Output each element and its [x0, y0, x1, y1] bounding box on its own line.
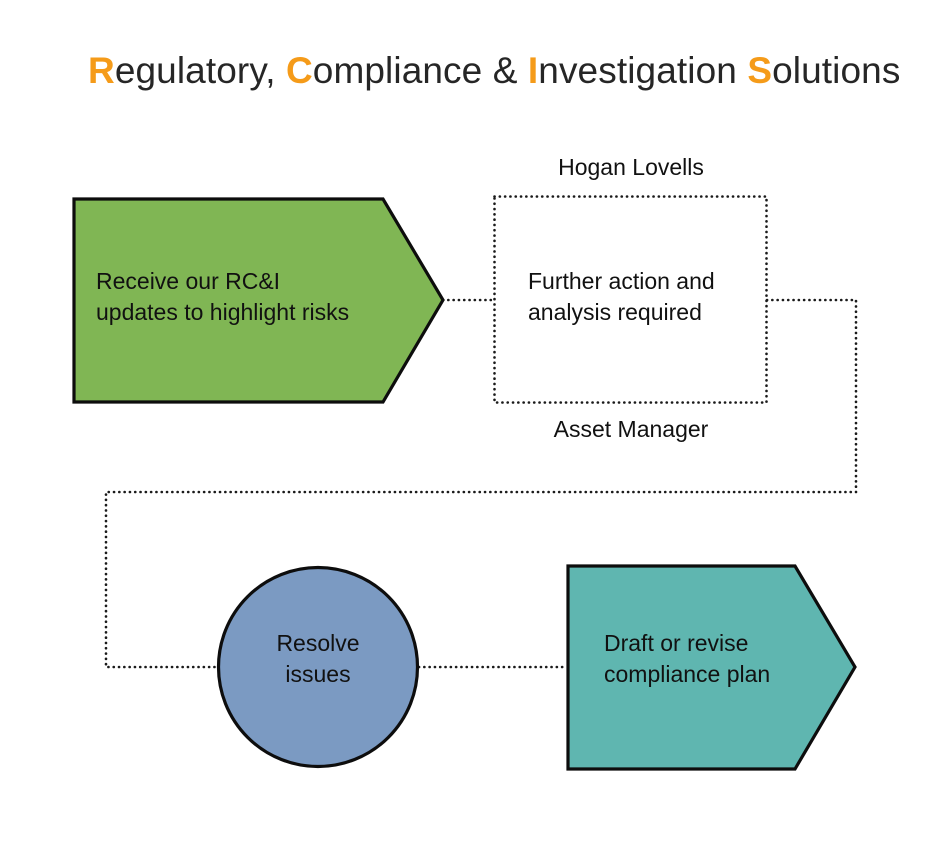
node-resolve-issues-label: Resolve issues [276, 630, 360, 687]
title-cap-r: R [88, 50, 115, 91]
node-receive-updates-label: Receive our RC&I updates to highlight ri… [96, 268, 350, 325]
title-segment-2: Compliance & [286, 50, 528, 91]
page-title: Regulatory, Compliance & Investigation S… [88, 46, 900, 102]
band-label-asset-manager: Asset Manager [553, 416, 709, 442]
node-further-action-label: Further action and analysis required [528, 268, 715, 325]
title-cap-s: S [747, 50, 773, 91]
node-draft-revise-shape[interactable] [566, 564, 857, 771]
connector-further-to-resolve [104, 298, 858, 669]
band-label-hogan-lovells: Hogan Lovells [558, 154, 704, 180]
title-segment-3: Investigation [528, 50, 747, 91]
title-rest-1: egulatory, [114, 50, 286, 91]
node-receive-updates-shape[interactable] [72, 197, 445, 404]
title-segment-1: Regulatory, [88, 50, 286, 91]
title-rest-4: olutions [772, 50, 901, 91]
node-further-action-shape[interactable] [493, 195, 768, 404]
title-cap-c: C [285, 50, 313, 91]
title-rest-2: ompliance & [312, 50, 528, 91]
title-rest-3: nvestigation [538, 50, 748, 91]
title-segment-4: Solutions [747, 50, 900, 91]
node-draft-revise-label: Draft or revise compliance plan [604, 630, 771, 687]
node-resolve-issues-shape[interactable] [216, 565, 420, 769]
title-cap-i: I [527, 50, 539, 91]
